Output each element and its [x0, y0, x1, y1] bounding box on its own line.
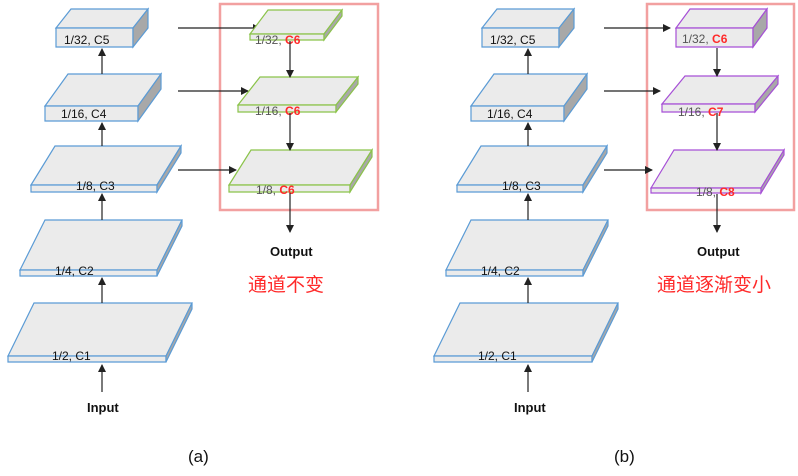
backbone-layer-b-1 — [433, 302, 619, 363]
neck-layer-b-2 — [660, 74, 780, 114]
backbone-label-b-3: 1/8, C3 — [502, 179, 541, 193]
backbone-label-b-5: 1/32, C5 — [490, 33, 536, 47]
neck-label-a-3: 1/8, C6 — [256, 183, 295, 197]
neck-layer-b-1 — [674, 7, 769, 49]
caption-a: (a) — [188, 447, 209, 466]
backbone-label-a-1: 1/2, C1 — [52, 349, 91, 363]
input-label-b: Input — [514, 400, 546, 415]
backbone-layer-b-3 — [455, 143, 609, 195]
backbone-label-a-4: 1/16, C4 — [61, 107, 107, 121]
backbone-layer-b-5 — [480, 7, 576, 49]
backbone-layer-a-1 — [7, 302, 193, 363]
panel-a: 1/2, C1 1/4, C2 1/8, C3 1/16, C4 1/32, C… — [7, 2, 380, 466]
backbone-layer-a-3 — [29, 143, 183, 195]
neck-label-a-1: 1/32, C6 — [255, 33, 301, 47]
neck-layer-b-3 — [649, 147, 786, 196]
backbone-label-b-1: 1/2, C1 — [478, 349, 517, 363]
neck-label-b-1: 1/32, C6 — [682, 32, 728, 46]
neck-label-b-2: 1/16, C7 — [678, 105, 724, 119]
neck-layer-a-3 — [227, 147, 374, 195]
neck-highlight-box-a — [218, 2, 380, 212]
backbone-layer-b-4 — [469, 72, 589, 123]
output-label-a: Output — [270, 244, 313, 259]
output-label-b: Output — [697, 244, 740, 259]
backbone-label-a-5: 1/32, C5 — [64, 33, 110, 47]
panel-b: 1/2, C1 1/4, C2 1/8, C3 1/16, C4 1/32, C… — [433, 2, 796, 466]
caption-b: (b) — [614, 447, 635, 466]
neck-label-a-2: 1/16, C6 — [255, 104, 301, 118]
neck-layer-a-2 — [236, 75, 360, 114]
backbone-label-a-2: 1/4, C2 — [55, 264, 94, 278]
backbone-layer-a-2 — [19, 219, 183, 277]
backbone-layer-b-2 — [445, 219, 609, 277]
neck-label-b-3: 1/8, C8 — [696, 185, 735, 199]
neck-highlight-box-b — [645, 2, 796, 212]
neck-layer-a-1 — [248, 8, 344, 42]
backbone-layer-a-5 — [54, 7, 150, 49]
backbone-layer-a-4 — [43, 72, 163, 123]
input-label-a: Input — [87, 400, 119, 415]
backbone-label-a-3: 1/8, C3 — [76, 179, 115, 193]
note-a: 通道不变 — [248, 274, 324, 296]
note-b: 通道逐渐变小 — [657, 274, 771, 296]
backbone-label-b-4: 1/16, C4 — [487, 107, 533, 121]
backbone-label-b-2: 1/4, C2 — [481, 264, 520, 278]
